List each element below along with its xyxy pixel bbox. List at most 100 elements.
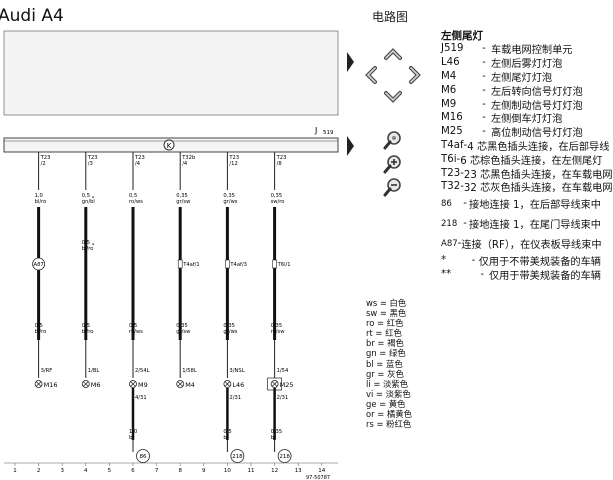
- wire-color-item: ws = 白色: [366, 298, 407, 308]
- ground-node: [230, 449, 245, 463]
- column-number: 10: [224, 468, 231, 474]
- wire-color: br: [223, 435, 229, 441]
- pan-left-icon[interactable]: [362, 65, 382, 85]
- legend-code: *: [441, 255, 447, 267]
- bottom-pin: 2/31: [229, 395, 241, 401]
- legend-desc: 左侧制动信号灯灯泡: [491, 100, 583, 112]
- terminal-pin: 1/BL: [88, 368, 100, 374]
- wire-color-item: sw = 黑色: [366, 308, 407, 319]
- bulb-cross: [35, 381, 42, 387]
- legend-code: T6i: [441, 153, 457, 165]
- legend-desc: 23 芯黑色插头连接，在车载电网: [463, 169, 613, 181]
- column-number: 3: [60, 468, 64, 474]
- footer-ref: 97-50787: [306, 475, 330, 480]
- legend-desc: 左侧尾灯灯泡: [491, 73, 553, 84]
- column-number: 11: [248, 468, 255, 474]
- wire-color-item: rs = 粉红色: [366, 419, 412, 430]
- pan-up-icon[interactable]: [383, 45, 403, 65]
- wire-color: br: [129, 435, 135, 441]
- zoom-in-icon[interactable]: [382, 153, 404, 175]
- zoom-out-icon[interactable]: [382, 176, 404, 198]
- legend-desc: 左侧后雾灯灯泡: [491, 59, 563, 71]
- bulb-cross: [130, 381, 136, 387]
- wire-spec: 0,5: [35, 323, 43, 329]
- legend-desc: 左后转向信号灯灯泡: [491, 86, 583, 98]
- column-number: 6: [131, 468, 135, 474]
- legend-desc: 32 芯灰色插头连接，在车载电网: [463, 183, 613, 195]
- legend-desc: 车载电网控制单元: [491, 45, 573, 57]
- wire-top-pin: /2: [41, 161, 46, 167]
- legend-item: M6-左后转向信号灯灯泡: [441, 83, 601, 98]
- wire-spec: 0,5: [129, 193, 137, 199]
- wire-color-item: rt = 红色: [366, 328, 402, 339]
- wire-color-item: or = 橘黄色: [366, 409, 413, 420]
- zoom-fit-icon[interactable]: [382, 129, 404, 151]
- column-number: 8: [178, 468, 182, 474]
- unit-num: 519: [323, 130, 334, 136]
- wire-color-item: br = 褐色: [366, 338, 404, 349]
- legend-code: M9: [441, 98, 457, 110]
- footnote-star: *: [92, 196, 95, 202]
- wire-color: bl/ro: [82, 329, 94, 335]
- legend-item: 86-接地连接 1，在后部导线束中: [441, 194, 601, 214]
- column-number: 4: [84, 468, 88, 474]
- wire-spec: 0,5: [82, 193, 90, 199]
- ground-node: [277, 449, 292, 463]
- wire-color-item: li = 淡紫色: [366, 378, 409, 389]
- legend-code: M16: [441, 112, 463, 124]
- expand-panel-arrow-top[interactable]: [347, 52, 354, 72]
- bottom-pin: 2/31: [277, 395, 289, 401]
- legend-code: M6: [441, 84, 457, 96]
- wire-color: ro/ws: [129, 329, 143, 335]
- legend-code: M25: [441, 126, 463, 138]
- legend-desc: 6 芯棕色插头连接，在左侧尾灯: [460, 155, 603, 167]
- connector-node: [32, 257, 45, 271]
- wire-top-connector: T23: [87, 155, 98, 161]
- legend-code: L46: [441, 57, 460, 69]
- wire-color-item: gn = 绿色: [366, 348, 406, 359]
- legend-dash: -: [457, 238, 462, 250]
- wire-top-pin: /3: [88, 161, 93, 167]
- legend-dash: -: [460, 181, 464, 193]
- plug-marker: [225, 259, 230, 269]
- legend-dash: -: [471, 255, 476, 267]
- bulb-cross: [271, 381, 278, 387]
- wire-spec: 0,35: [223, 323, 235, 329]
- legend-code: T32: [441, 181, 461, 193]
- column-number: 1: [13, 468, 17, 474]
- column-number: 2: [37, 468, 41, 474]
- legend-heading: 左侧尾灯: [441, 30, 483, 42]
- legend-dash: -: [463, 139, 468, 151]
- terminal-pin: 3/NSL: [229, 368, 244, 374]
- wire-spec: 0,35: [271, 323, 283, 329]
- legend-desc: 高位制动信号灯灯泡: [491, 128, 583, 140]
- legend-desc: 连接（RF），在仪表板导线束中: [461, 240, 602, 252]
- wire-color: gr/ws: [223, 199, 237, 205]
- wire-color: gn/bl: [82, 199, 95, 205]
- legend-dash: -: [482, 112, 486, 124]
- legend-dash: -: [456, 153, 461, 165]
- wire-color-item: vi = 淡紫色: [366, 388, 411, 399]
- wire-color-item: gr = 灰色: [366, 368, 404, 379]
- legend-item: T4af-4 芯黑色插头连接，在后部导线: [441, 139, 609, 153]
- wire-spec: 0,35: [271, 429, 283, 435]
- legend-desc: 仅用于不带美规装备的车辆: [478, 257, 601, 269]
- legend-item: * -仅用于不带美规装备的车辆: [441, 254, 601, 268]
- component-label: M6: [91, 381, 101, 389]
- page-title: Audi A4: [0, 6, 64, 26]
- legend-code: 86: [441, 198, 452, 209]
- wire-spec: 0,35: [271, 193, 283, 199]
- wire-color-item: bl = 蓝色: [366, 358, 403, 369]
- wire-color: sw/ro: [271, 199, 285, 205]
- wire-color: br: [271, 435, 277, 441]
- pan-right-icon[interactable]: [404, 65, 424, 85]
- terminal-pin: 1/58L: [182, 368, 197, 374]
- wire-color: bl/ro: [82, 246, 94, 252]
- wire-spec: 1,0: [129, 429, 137, 435]
- wire-spec: 0,35: [176, 193, 188, 199]
- control-label: K: [167, 142, 172, 150]
- terminal-pin: 1/54: [277, 368, 289, 374]
- expand-panel-arrow-middle[interactable]: [347, 136, 354, 156]
- pan-down-icon[interactable]: [383, 86, 403, 106]
